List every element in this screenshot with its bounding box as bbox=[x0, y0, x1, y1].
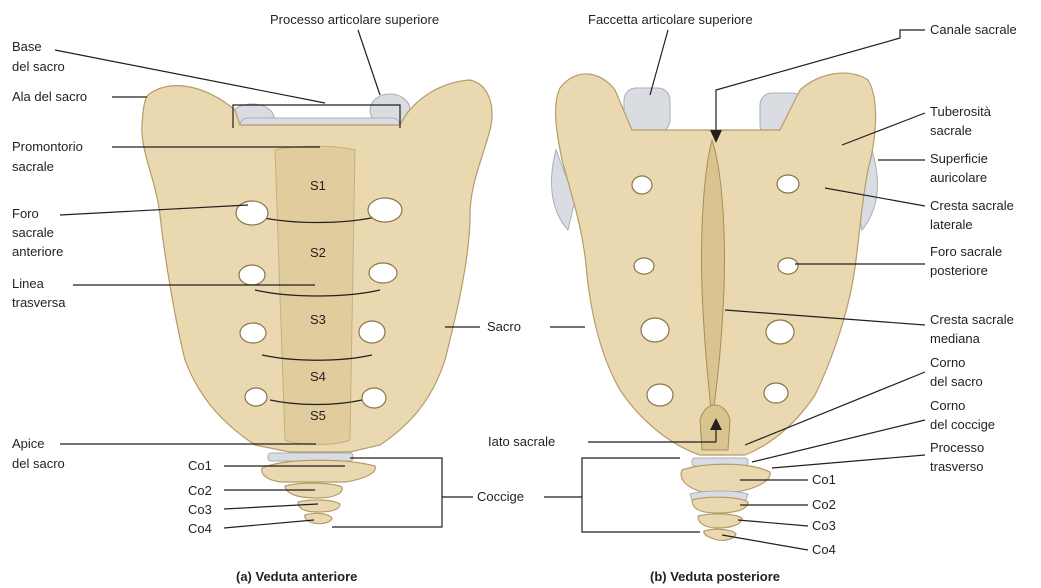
coccyx-co3 bbox=[298, 500, 340, 512]
center-labels: Sacro Coccige bbox=[477, 319, 524, 504]
posterior-coccyx-co3 bbox=[698, 514, 742, 528]
posterior-coccyx-co2 bbox=[692, 497, 748, 513]
anterior-coccyx bbox=[262, 453, 376, 524]
posterior-foramen-l3 bbox=[641, 318, 669, 342]
label-post-co1: Co1 bbox=[812, 472, 836, 487]
label-ant-foramen-3: anteriore bbox=[12, 244, 63, 259]
label-transverse-process-1: Processo bbox=[930, 440, 984, 455]
label-sup-process: Processo articolare superiore bbox=[270, 12, 439, 27]
label-co2: Co2 bbox=[188, 483, 212, 498]
label-tuberosity-2: sacrale bbox=[930, 123, 972, 138]
anterior-foramen-r3 bbox=[359, 321, 385, 343]
posterior-foramen-r4 bbox=[764, 383, 788, 403]
label-sacro: Sacro bbox=[487, 319, 521, 334]
posterior-foramen-r3 bbox=[766, 320, 794, 344]
segment-label: S4 bbox=[310, 369, 326, 384]
coccyx-co4 bbox=[305, 513, 332, 523]
posterior-foramen-l1 bbox=[632, 176, 652, 194]
leader-sup-facet bbox=[650, 30, 668, 95]
posterior-foramen-r2 bbox=[778, 258, 798, 274]
label-promontory-2: sacrale bbox=[12, 159, 54, 174]
label-co3: Co3 bbox=[188, 502, 212, 517]
anterior-foramen-l1 bbox=[236, 201, 268, 225]
anterior-foramen-r2 bbox=[369, 263, 397, 283]
leader-sup-process bbox=[358, 30, 380, 95]
caption-anterior: (a) Veduta anteriore bbox=[236, 569, 357, 584]
posterior-superior-facet-left bbox=[624, 88, 670, 132]
label-apex-1: Apice bbox=[12, 436, 45, 451]
leader-post-co4 bbox=[722, 535, 808, 550]
label-transverse-process-2: trasverso bbox=[930, 459, 983, 474]
label-co1: Co1 bbox=[188, 458, 212, 473]
label-transverse-line-1: Linea bbox=[12, 276, 45, 291]
caption-posterior: (b) Veduta posteriore bbox=[650, 569, 780, 584]
posterior-foramen-l4 bbox=[647, 384, 673, 406]
label-auricular-2: auricolare bbox=[930, 170, 987, 185]
label-post-co2: Co2 bbox=[812, 497, 836, 512]
label-hiatus: Iato sacrale bbox=[488, 434, 555, 449]
label-ant-foramen-2: sacrale bbox=[12, 225, 54, 240]
label-base-1: Base bbox=[12, 39, 42, 54]
anterior-foramen-l2 bbox=[239, 265, 265, 285]
label-sacral-horn-2: del sacro bbox=[930, 374, 983, 389]
coccyx-co1 bbox=[262, 460, 376, 482]
label-transverse-line-2: trasversa bbox=[12, 295, 66, 310]
label-coccyx-horn-2: del coccige bbox=[930, 417, 995, 432]
anterior-sacrum: S1 S2 S3 S4 S5 bbox=[142, 80, 492, 452]
label-lat-crest-1: Cresta sacrale bbox=[930, 198, 1014, 213]
segment-label: S3 bbox=[310, 312, 326, 327]
leader-co4 bbox=[224, 520, 314, 528]
posterior-foramen-l2 bbox=[634, 258, 654, 274]
label-ant-foramen-1: Foro bbox=[12, 206, 39, 221]
label-promontory-1: Promontorio bbox=[12, 139, 83, 154]
leader-post-co3 bbox=[738, 520, 808, 526]
label-median-crest-2: mediana bbox=[930, 331, 981, 346]
label-auricular-1: Superficie bbox=[930, 151, 988, 166]
segment-label: S1 bbox=[310, 178, 326, 193]
anterior-foramen-l4 bbox=[245, 388, 267, 406]
segment-label: S5 bbox=[310, 408, 326, 423]
posterior-coccyx-co1 bbox=[681, 464, 770, 492]
segment-label: S2 bbox=[310, 245, 326, 260]
anterior-foramen-r4 bbox=[362, 388, 386, 408]
label-median-crest-1: Cresta sacrale bbox=[930, 312, 1014, 327]
label-lat-crest-2: laterale bbox=[930, 217, 973, 232]
posterior-coccyx-co4 bbox=[704, 529, 736, 540]
label-base-2: del sacro bbox=[12, 59, 65, 74]
label-ala: Ala del sacro bbox=[12, 89, 87, 104]
label-sup-facet: Faccetta articolare superiore bbox=[588, 12, 753, 27]
label-sacral-horn-1: Corno bbox=[930, 355, 965, 370]
label-apex-2: del sacro bbox=[12, 456, 65, 471]
posterior-foramen-r1 bbox=[777, 175, 799, 193]
anterior-foramen-r1 bbox=[368, 198, 402, 222]
label-co4: Co4 bbox=[188, 521, 212, 536]
anterior-foramen-l3 bbox=[240, 323, 266, 343]
label-post-co3: Co3 bbox=[812, 518, 836, 533]
label-coccige: Coccige bbox=[477, 489, 524, 504]
label-sacral-canal: Canale sacrale bbox=[930, 22, 1017, 37]
label-post-foramen-2: posteriore bbox=[930, 263, 988, 278]
leader-transverse-process bbox=[772, 455, 925, 468]
bracket-coccyx-right bbox=[582, 458, 700, 532]
label-post-co4: Co4 bbox=[812, 542, 836, 557]
label-coccyx-horn-1: Corno bbox=[930, 398, 965, 413]
label-tuberosity-1: Tuberosità bbox=[930, 104, 992, 119]
posterior-coccyx bbox=[681, 458, 770, 540]
label-post-foramen-1: Foro sacrale bbox=[930, 244, 1002, 259]
